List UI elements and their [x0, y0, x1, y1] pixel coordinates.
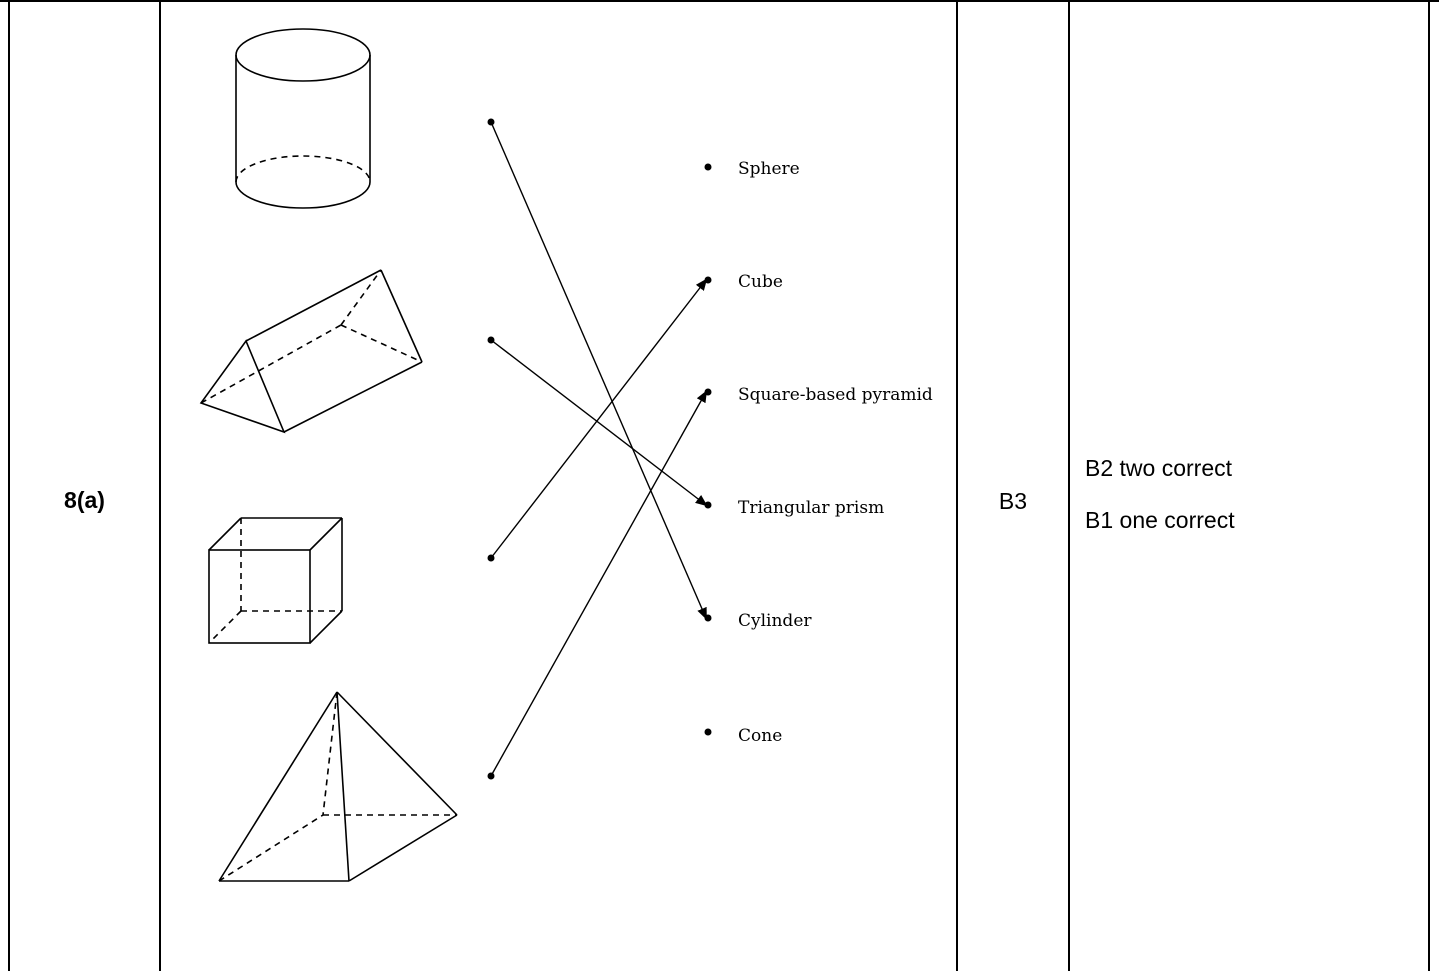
column-divider-2 [956, 0, 958, 971]
option-label-square-based-pyramid: Square-based pyramid [738, 385, 933, 405]
match-line-triangular-prism [490, 339, 708, 507]
option-dot [704, 163, 712, 171]
option-label-cylinder: Cylinder [738, 611, 812, 631]
marks-value: B3 [998, 488, 1028, 514]
table-top-border [0, 0, 1439, 2]
option-label-triangular-prism: Triangular prism [738, 498, 884, 518]
guidance-line: B2 two correct [1085, 455, 1232, 481]
column-divider-3 [1068, 0, 1070, 971]
square-pyramid-icon [218, 691, 458, 882]
shape-dot [487, 118, 495, 126]
option-dot [704, 728, 712, 736]
option-dot [704, 614, 712, 622]
marks-cell: B3 [958, 2, 1068, 971]
guidance-line: B1 one correct [1085, 507, 1235, 533]
matching-diagram: Sphere Cube Square-based pyramid Triangu… [199, 28, 933, 882]
option-label-sphere: Sphere [738, 159, 800, 179]
option-dot [704, 388, 712, 396]
option-dot [704, 276, 712, 284]
table-left-border [8, 0, 10, 971]
table-right-border [1428, 0, 1430, 971]
question-number: 8(a) [64, 487, 105, 513]
shape-dot [487, 772, 495, 780]
option-label-cone: Cone [738, 726, 782, 746]
column-divider-1 [159, 0, 161, 971]
cube-icon [208, 517, 343, 644]
match-line-cylinder [490, 121, 707, 620]
cylinder-icon [235, 28, 371, 209]
answer-cell: Sphere Cube Square-based pyramid Triangu… [161, 2, 956, 971]
shape-dot [487, 336, 495, 344]
option-dot [704, 501, 712, 509]
triangular-prism-icon [199, 269, 423, 434]
match-line-square-pyramid [490, 390, 707, 777]
guidance-cell: B2 two correct B1 one correct [1070, 2, 1428, 971]
match-line-cube [490, 278, 708, 559]
option-label-cube: Cube [738, 272, 783, 292]
question-number-cell: 8(a) [10, 2, 159, 971]
shape-dot [487, 554, 495, 562]
